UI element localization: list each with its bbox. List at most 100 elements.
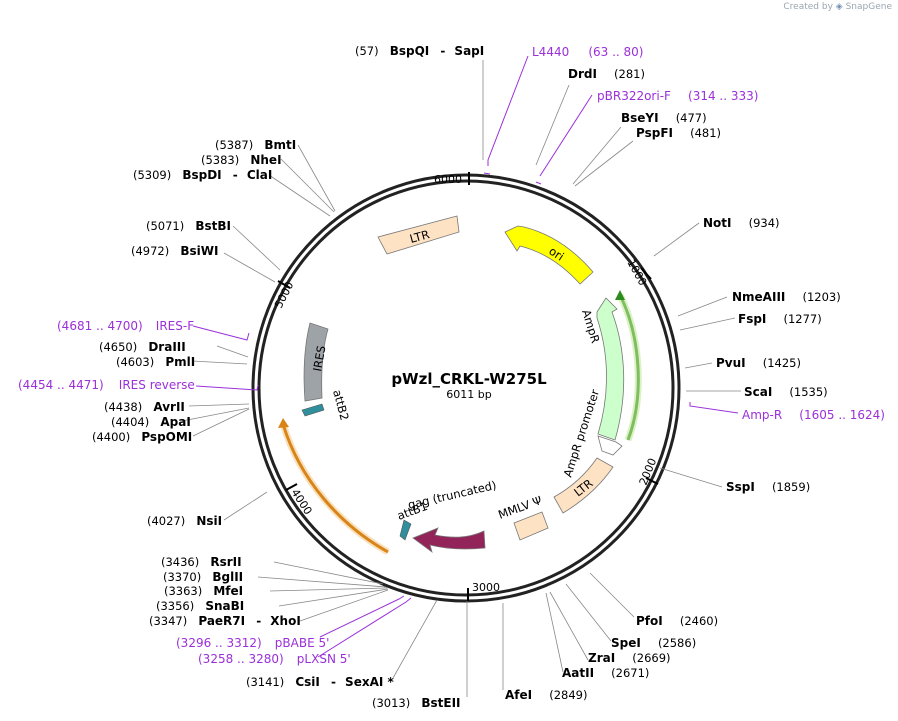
site-name: NotI	[703, 216, 732, 230]
site-mfei[interactable]: (3363) MfeI	[164, 580, 243, 599]
site-pos: (1277)	[784, 312, 822, 326]
feature-attb1[interactable]	[399, 519, 412, 541]
site-name: BstBI	[195, 219, 231, 233]
site-aatii[interactable]: AatII (2671)	[562, 662, 649, 681]
site-sep: -	[440, 44, 445, 58]
primer-ires-reverse[interactable]: (4454 .. 4471) IRES reverse	[18, 374, 195, 393]
site-rsrii[interactable]: (3436) RsrII	[161, 551, 242, 570]
site-avrii[interactable]: (4438) AvrII	[104, 396, 185, 415]
feature-ampr-promoter[interactable]	[597, 435, 623, 456]
ampr-orf-glow	[616, 293, 642, 442]
site-bsteii[interactable]: (3013) BstEII	[372, 692, 461, 711]
site-pos: (57)	[355, 44, 379, 58]
site-name: PmlI	[165, 355, 195, 369]
primer-name: pBABE 5'	[275, 636, 330, 650]
site-pos: (1203)	[802, 290, 840, 304]
site-zrai[interactable]: ZraI (2669)	[588, 647, 671, 666]
site-bglii[interactable]: (3370) BglII	[163, 566, 243, 585]
credit-brand: SnapGene	[845, 2, 892, 12]
site-name2: SexAI *	[345, 675, 394, 689]
site-bstbi[interactable]: (5071) BstBI	[146, 215, 231, 234]
primer-pbr322ori-f[interactable]: pBR322ori-F (314 .. 333)	[597, 85, 758, 104]
site-pos: (2586)	[658, 636, 696, 650]
site-pos: (4400)	[92, 430, 130, 444]
site-name2: SapI	[454, 44, 484, 58]
site-nmeaiii[interactable]: NmeAIII (1203)	[732, 286, 841, 305]
primer-pbabe5[interactable]: (3296 .. 3312) pBABE 5'	[176, 632, 329, 651]
site-pos: (5387)	[215, 138, 253, 152]
site-pspfi[interactable]: PspFI (481)	[636, 122, 721, 141]
site-afei[interactable]: AfeI (2849)	[505, 684, 587, 703]
site-bspqi-sapi[interactable]: (57) BspQI - SapI	[355, 40, 484, 59]
site-pos: (281)	[614, 67, 645, 81]
primer-range: (4454 .. 4471)	[18, 378, 104, 392]
primer-plxsn5[interactable]: (3258 .. 3280) pLXSN 5'	[198, 648, 351, 667]
site-nhei[interactable]: (5383) NheI	[201, 149, 282, 168]
feature-ampr[interactable]	[596, 297, 625, 441]
site-csii-sexai[interactable]: (3141) CsiI - SexAI *	[246, 671, 394, 690]
primer-name: pBR322ori-F	[597, 89, 671, 103]
site-name: BspDI	[182, 168, 221, 182]
site-sspi[interactable]: SspI (1859)	[726, 476, 810, 495]
feature-gag[interactable]	[412, 527, 486, 554]
site-pos: (3356)	[156, 599, 194, 613]
site-name: ZraI	[588, 651, 615, 665]
site-paer7i-xhoi[interactable]: (3347) PaeR7I - XhoI	[149, 610, 301, 629]
site-name: BsiWI	[180, 244, 218, 258]
site-pmli[interactable]: (4603) PmlI	[116, 351, 195, 370]
site-pspomi[interactable]: (4400) PspOMI	[92, 426, 192, 445]
site-pfoi[interactable]: PfoI (2460)	[636, 610, 718, 629]
site-pos: (3436)	[161, 555, 199, 569]
site-pos: (4438)	[104, 400, 142, 414]
site-snabi[interactable]: (3356) SnaBI	[156, 595, 244, 614]
site-bmti[interactable]: (5387) BmtI	[215, 134, 296, 153]
primer-range: (3296 .. 3312)	[176, 636, 262, 650]
primer-ires-f[interactable]: (4681 .. 4700) IRES-F	[57, 315, 194, 334]
primer-name: IRES reverse	[119, 378, 195, 392]
site-fspi[interactable]: FspI (1277)	[738, 308, 822, 327]
site-name: BspQI	[390, 44, 430, 58]
insert-orf-arrow	[278, 418, 289, 428]
site-pos: (2671)	[611, 666, 649, 680]
site-sep: -	[256, 614, 261, 628]
site-nsii[interactable]: (4027) NsiI	[147, 510, 222, 529]
feature-ori[interactable]	[504, 225, 594, 285]
site-name: AfeI	[505, 688, 532, 702]
backbone-outer	[251, 173, 681, 603]
site-pos: (4404)	[111, 415, 149, 429]
primer-amp-r[interactable]: Amp-R (1605 .. 1624)	[742, 404, 885, 423]
site-bspdi-clai[interactable]: (5309) BspDI - ClaI	[133, 164, 272, 183]
feature-ires[interactable]	[303, 322, 329, 402]
primer-range: (63 .. 80)	[588, 45, 643, 59]
site-leaders	[181, 60, 741, 697]
site-pos: (1535)	[789, 385, 827, 399]
primer-leaders	[192, 55, 739, 658]
primer-l4440[interactable]: L4440 (63 .. 80)	[532, 41, 644, 60]
feature-label-attb1: attB1	[395, 499, 429, 523]
primer-range: (3258 .. 3280)	[198, 652, 284, 666]
site-scai[interactable]: ScaI (1535)	[744, 381, 828, 400]
feature-ltr-bottom[interactable]	[553, 457, 614, 514]
site-spei[interactable]: SpeI (2586)	[611, 632, 696, 651]
site-drdi[interactable]: DrdI (281)	[568, 63, 645, 82]
site-name: PspFI	[636, 126, 673, 140]
site-bseyi[interactable]: BseYI (477)	[621, 107, 707, 126]
site-bsiwi[interactable]: (4972) BsiWI	[131, 240, 218, 259]
site-pos: (5383)	[201, 153, 239, 167]
site-name: DrdI	[568, 67, 597, 81]
site-name: ScaI	[744, 385, 772, 399]
site-apai[interactable]: (4404) ApaI	[111, 411, 191, 430]
site-name: BstEII	[421, 696, 460, 710]
feature-mmlv[interactable]	[513, 511, 549, 541]
site-draiii[interactable]: (4650) DraIII	[99, 336, 186, 355]
feature-ltr-top[interactable]	[377, 215, 460, 255]
site-pvui[interactable]: PvuI (1425)	[716, 352, 801, 371]
site-pos: (2669)	[632, 651, 670, 665]
feature-label-ori: ori	[546, 244, 566, 264]
site-noti[interactable]: NotI (934)	[703, 212, 780, 231]
feature-attb2[interactable]	[301, 403, 325, 417]
site-name: RsrII	[210, 555, 241, 569]
ampr-orf-arrow	[615, 290, 625, 300]
site-pos: (481)	[690, 126, 721, 140]
